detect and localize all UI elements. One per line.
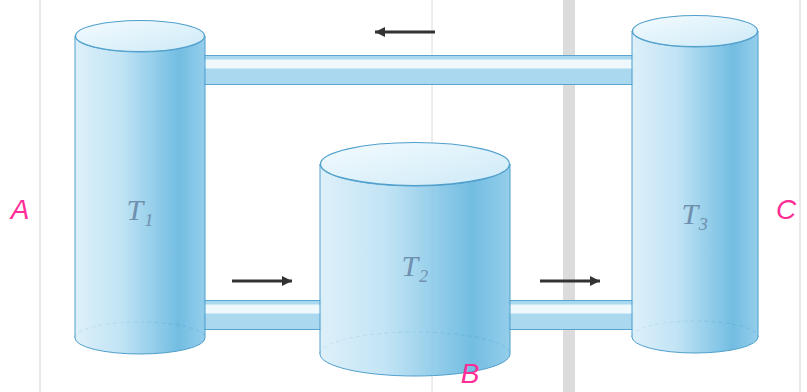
cylinder-top: [76, 21, 205, 52]
pipe-highlight: [203, 305, 322, 314]
pipe-outline: [508, 300, 634, 330]
cylinder-top: [321, 143, 510, 186]
tank-cylinder: T₂: [320, 142, 510, 376]
cylinder-outline: [632, 15, 758, 353]
tank-label: T₃: [681, 199, 708, 229]
cylinder-outline: [75, 20, 205, 354]
tank-cylinder: T₁: [75, 20, 205, 354]
cylinder-top: [633, 16, 758, 47]
pipe-connector: [203, 27, 634, 70]
handwritten-letter: B: [461, 360, 480, 388]
pipe-outline: [203, 300, 322, 330]
pipe-body: [508, 301, 634, 329]
cylinder-body: [320, 164, 510, 376]
tank-cylinder: T₃: [632, 15, 758, 353]
cylinder-body: [75, 36, 205, 354]
cylinder-body: [632, 31, 758, 353]
pipe-connector: [508, 276, 634, 315]
arrow-head: [590, 276, 600, 286]
pipe-body: [203, 56, 634, 84]
arrow-head: [282, 276, 292, 286]
arrow-head: [375, 27, 385, 37]
scan-line: [800, 0, 801, 392]
tank-label: T₂: [401, 251, 428, 281]
pipe-highlight: [508, 305, 634, 314]
scan-line: [40, 0, 41, 392]
handwritten-letter: C: [776, 196, 796, 224]
tank-label: T₁: [126, 195, 153, 225]
pipe-outline: [203, 55, 634, 85]
pipe-highlight: [203, 60, 634, 69]
pipe-connector: [203, 276, 322, 315]
pipe-body: [203, 301, 322, 329]
handwritten-letter: A: [11, 196, 30, 224]
